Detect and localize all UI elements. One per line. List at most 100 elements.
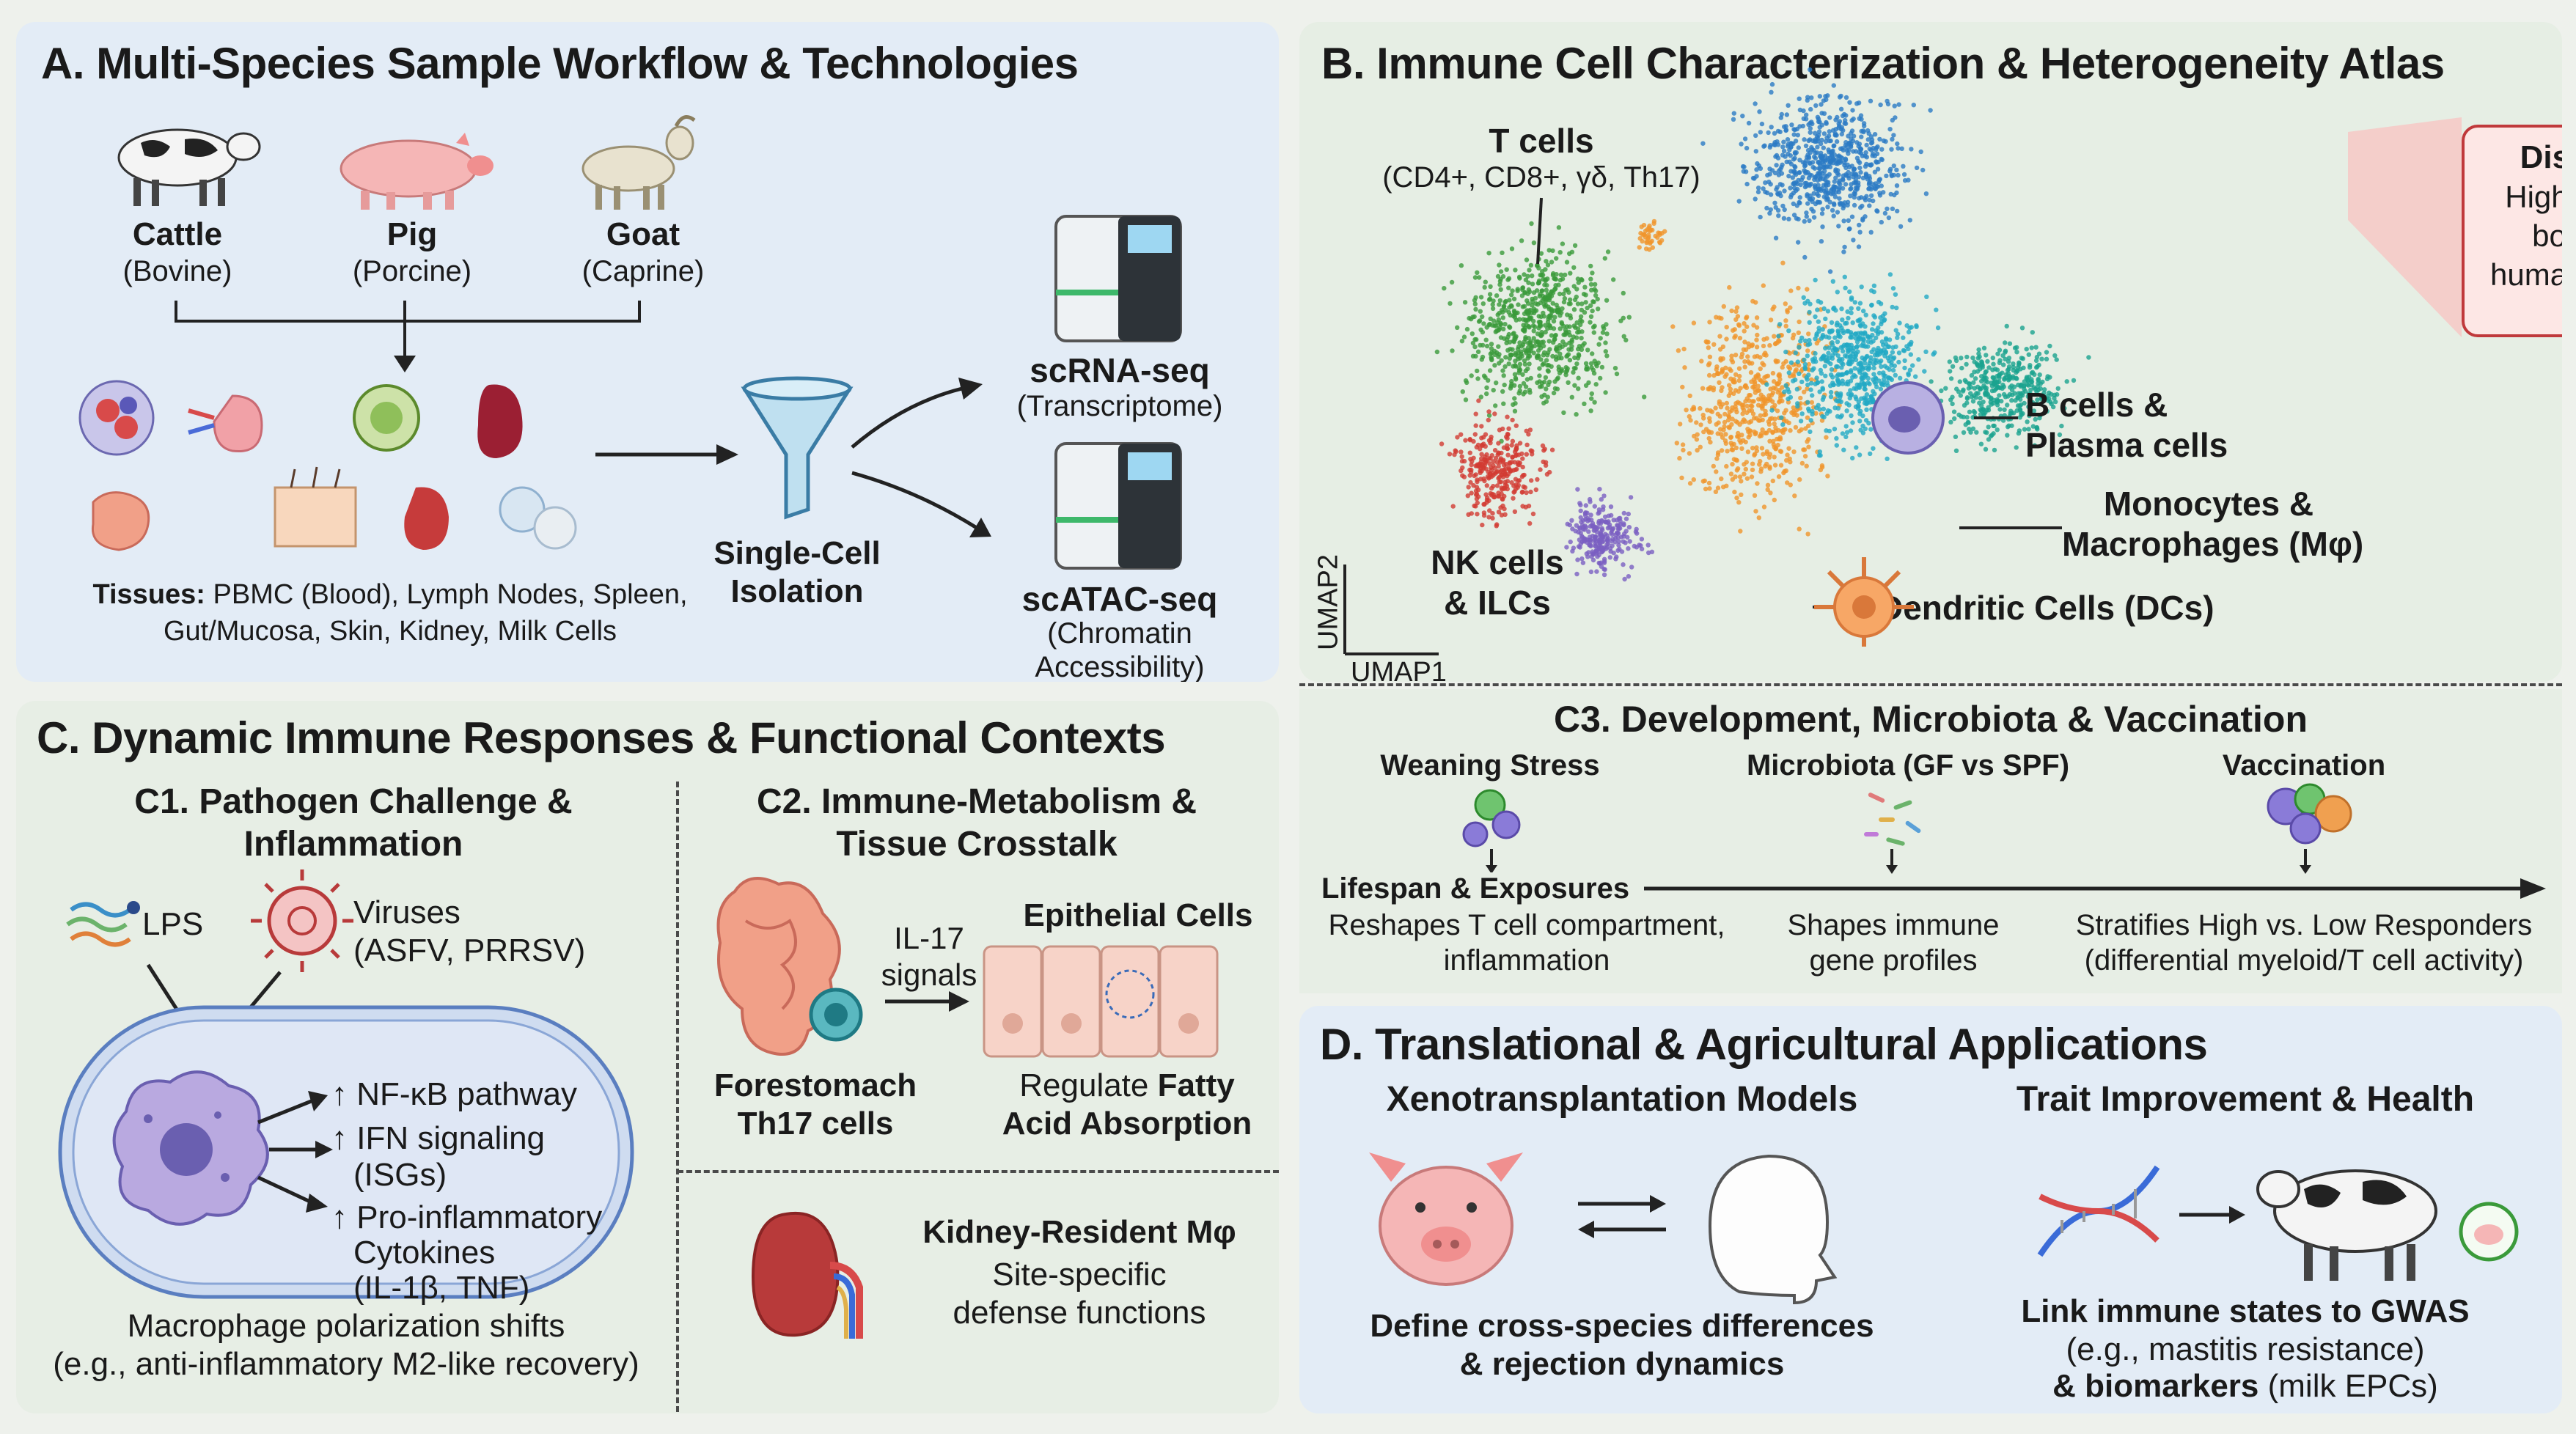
umap-point <box>1642 394 1647 400</box>
umap-point <box>1843 95 1849 100</box>
umap-point <box>1804 158 1809 163</box>
umap-point <box>1809 95 1814 100</box>
umap-point <box>1505 474 1510 479</box>
umap-point <box>1805 415 1810 420</box>
umap-point <box>1588 263 1593 269</box>
umap-point <box>1856 244 1862 249</box>
umap-point <box>1535 348 1541 353</box>
umap-point <box>1766 398 1771 404</box>
umap-point <box>1794 180 1799 185</box>
umap-point <box>1486 297 1492 302</box>
umap-point <box>1718 356 1723 361</box>
umap-point <box>1524 442 1530 447</box>
umap-point <box>1796 330 1801 335</box>
umap-point <box>1824 180 1830 185</box>
umap-point <box>1742 164 1747 169</box>
umap-point <box>1699 358 1704 364</box>
umap-point <box>1872 132 1878 137</box>
umap-point <box>1588 320 1593 325</box>
dna-icon <box>2037 1165 2160 1257</box>
umap-point <box>1498 269 1504 274</box>
umap-point <box>1768 490 1773 496</box>
umap-point <box>1864 172 1869 177</box>
umap-point <box>1487 471 1493 477</box>
umap-point <box>1510 417 1515 423</box>
umap-point <box>1860 203 1865 209</box>
umap-point <box>1557 342 1563 348</box>
umap-point <box>1483 460 1488 465</box>
umap-point <box>1557 326 1563 331</box>
umap-point <box>1724 463 1729 469</box>
umap-point <box>1786 216 1791 221</box>
umap-point <box>1591 330 1596 335</box>
umap-point <box>1806 361 1812 367</box>
umap-point <box>1566 347 1571 352</box>
umap-point <box>1575 301 1581 306</box>
umap-point <box>1497 279 1503 284</box>
c3-stratifies-line-2: (differential myeloid/T cell activity) <box>2084 944 2524 977</box>
umap-point <box>1535 339 1540 344</box>
umap-point <box>1737 474 1743 479</box>
umap-point <box>1532 308 1537 314</box>
umap-point <box>1805 348 1810 353</box>
umap-point <box>1513 423 1519 428</box>
umap-point <box>1588 408 1593 413</box>
umap-point <box>1568 315 1574 321</box>
umap-point <box>1839 131 1844 137</box>
umap-point <box>1804 112 1809 117</box>
kidney-resident-icon <box>751 1211 863 1339</box>
umap-point <box>1604 298 1610 303</box>
umap-point <box>1765 482 1771 488</box>
umap-point <box>1491 298 1496 304</box>
umap-point <box>1516 462 1522 468</box>
umap-point <box>1489 346 1494 351</box>
umap-point <box>1744 460 1749 465</box>
bcells-line-2: Plasma cells <box>2025 426 2228 464</box>
umap-point <box>1502 304 1507 309</box>
umap-point <box>1556 225 1562 230</box>
umap-point <box>1554 256 1559 261</box>
umap-point <box>1681 346 1687 352</box>
umap-point <box>1833 167 1838 172</box>
umap-point <box>1860 218 1865 223</box>
umap-point <box>1549 333 1555 338</box>
umap-point <box>1769 399 1775 404</box>
umap-point <box>1519 490 1524 495</box>
umap-point <box>1599 364 1605 370</box>
umap-point <box>1766 130 1771 136</box>
umap-point <box>1803 143 1809 149</box>
umap-point <box>1758 392 1764 397</box>
umap-point <box>1541 400 1546 406</box>
umap-point <box>1593 288 1599 293</box>
umap-point <box>1745 449 1751 455</box>
umap-point <box>1480 329 1486 335</box>
umap-point <box>1483 279 1488 284</box>
umap-point <box>1524 257 1530 262</box>
umap-point <box>1824 435 1829 440</box>
umap-point <box>1506 309 1511 315</box>
umap-point <box>1788 288 1794 293</box>
umap-point <box>1498 505 1503 510</box>
umap-point <box>1560 306 1565 312</box>
umap-point <box>1598 375 1603 381</box>
umap-point <box>1707 354 1713 359</box>
umap-point <box>1821 111 1827 116</box>
umap-point <box>1687 413 1692 419</box>
umap-point <box>1819 156 1824 162</box>
umap-point <box>1793 424 1799 430</box>
umap-point <box>1809 173 1814 178</box>
umap-point <box>1802 218 1807 224</box>
umap-point <box>1819 211 1825 216</box>
umap-point <box>1796 145 1801 150</box>
umap-point <box>1680 442 1686 447</box>
umap-point <box>1816 193 1821 199</box>
umap-point <box>1816 129 1822 134</box>
umap-point <box>1874 147 1879 152</box>
umap-point <box>1768 192 1774 197</box>
umap-point <box>1860 175 1866 180</box>
umap-point <box>1768 143 1773 148</box>
human-head-icon <box>1708 1154 1838 1305</box>
umap-point <box>1469 373 1474 378</box>
umap-point <box>1486 456 1491 461</box>
umap-point <box>1486 409 1491 414</box>
